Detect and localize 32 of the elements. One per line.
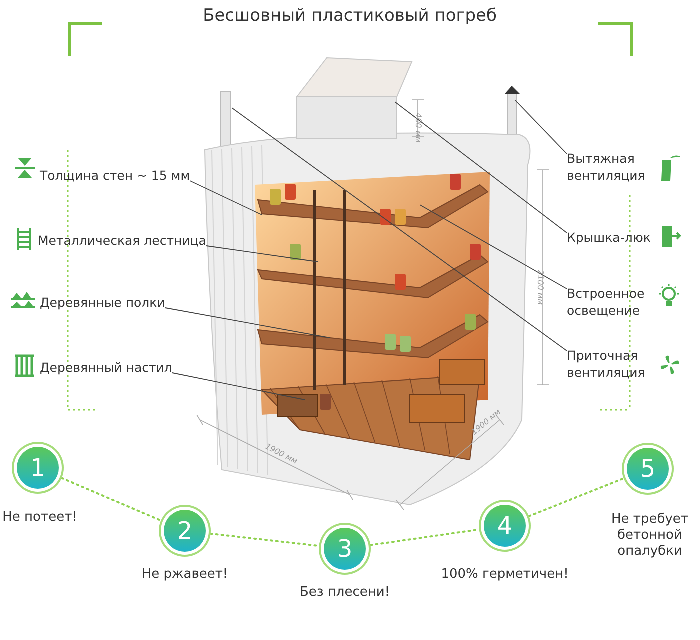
leader-line bbox=[164, 308, 330, 338]
number-badge: 5 bbox=[627, 448, 669, 490]
leader-line bbox=[190, 180, 262, 216]
feature-caption: Без плесени! bbox=[298, 585, 392, 601]
number-badge: 3 bbox=[324, 528, 366, 570]
number-badge: 2 bbox=[164, 510, 206, 552]
callout-label: Металлическая лестница bbox=[38, 232, 206, 249]
callout-label: Встроенное освещение bbox=[567, 285, 652, 319]
callout-label: Деревянный настил bbox=[40, 359, 172, 376]
leader-line bbox=[420, 204, 568, 290]
callout-label: Крышка-люк bbox=[567, 229, 651, 246]
feature-caption: Не потеет! bbox=[2, 510, 78, 526]
leader-line bbox=[172, 372, 306, 400]
leader-line bbox=[514, 100, 568, 154]
number-badge: 1 bbox=[17, 447, 59, 489]
dimension-label: 2100 мм bbox=[536, 270, 545, 305]
feature-caption: Не ржавеет! bbox=[140, 567, 230, 583]
number-badge: 4 bbox=[484, 505, 526, 547]
callout-label: Деревянные полки bbox=[40, 294, 166, 311]
leader-line bbox=[206, 246, 318, 262]
dotted-connector bbox=[528, 478, 625, 518]
callout-label: Толщина стен ~ 15 мм bbox=[40, 167, 190, 184]
dimension-label: 1900 мм bbox=[264, 442, 300, 466]
leader-line bbox=[232, 108, 568, 352]
leader-line bbox=[394, 102, 568, 234]
callout-label: Вытяжная вентиляция bbox=[567, 150, 652, 184]
dimension-label: 400 мм bbox=[414, 113, 423, 143]
feature-caption: 100% герметичен! bbox=[440, 567, 570, 583]
dotted-connector bbox=[60, 477, 162, 522]
callout-label: Приточная вентиляция bbox=[567, 347, 652, 381]
feature-caption: Не требует бетонной опалубки bbox=[610, 512, 690, 560]
title: Бесшовный пластиковый погреб bbox=[202, 6, 498, 26]
